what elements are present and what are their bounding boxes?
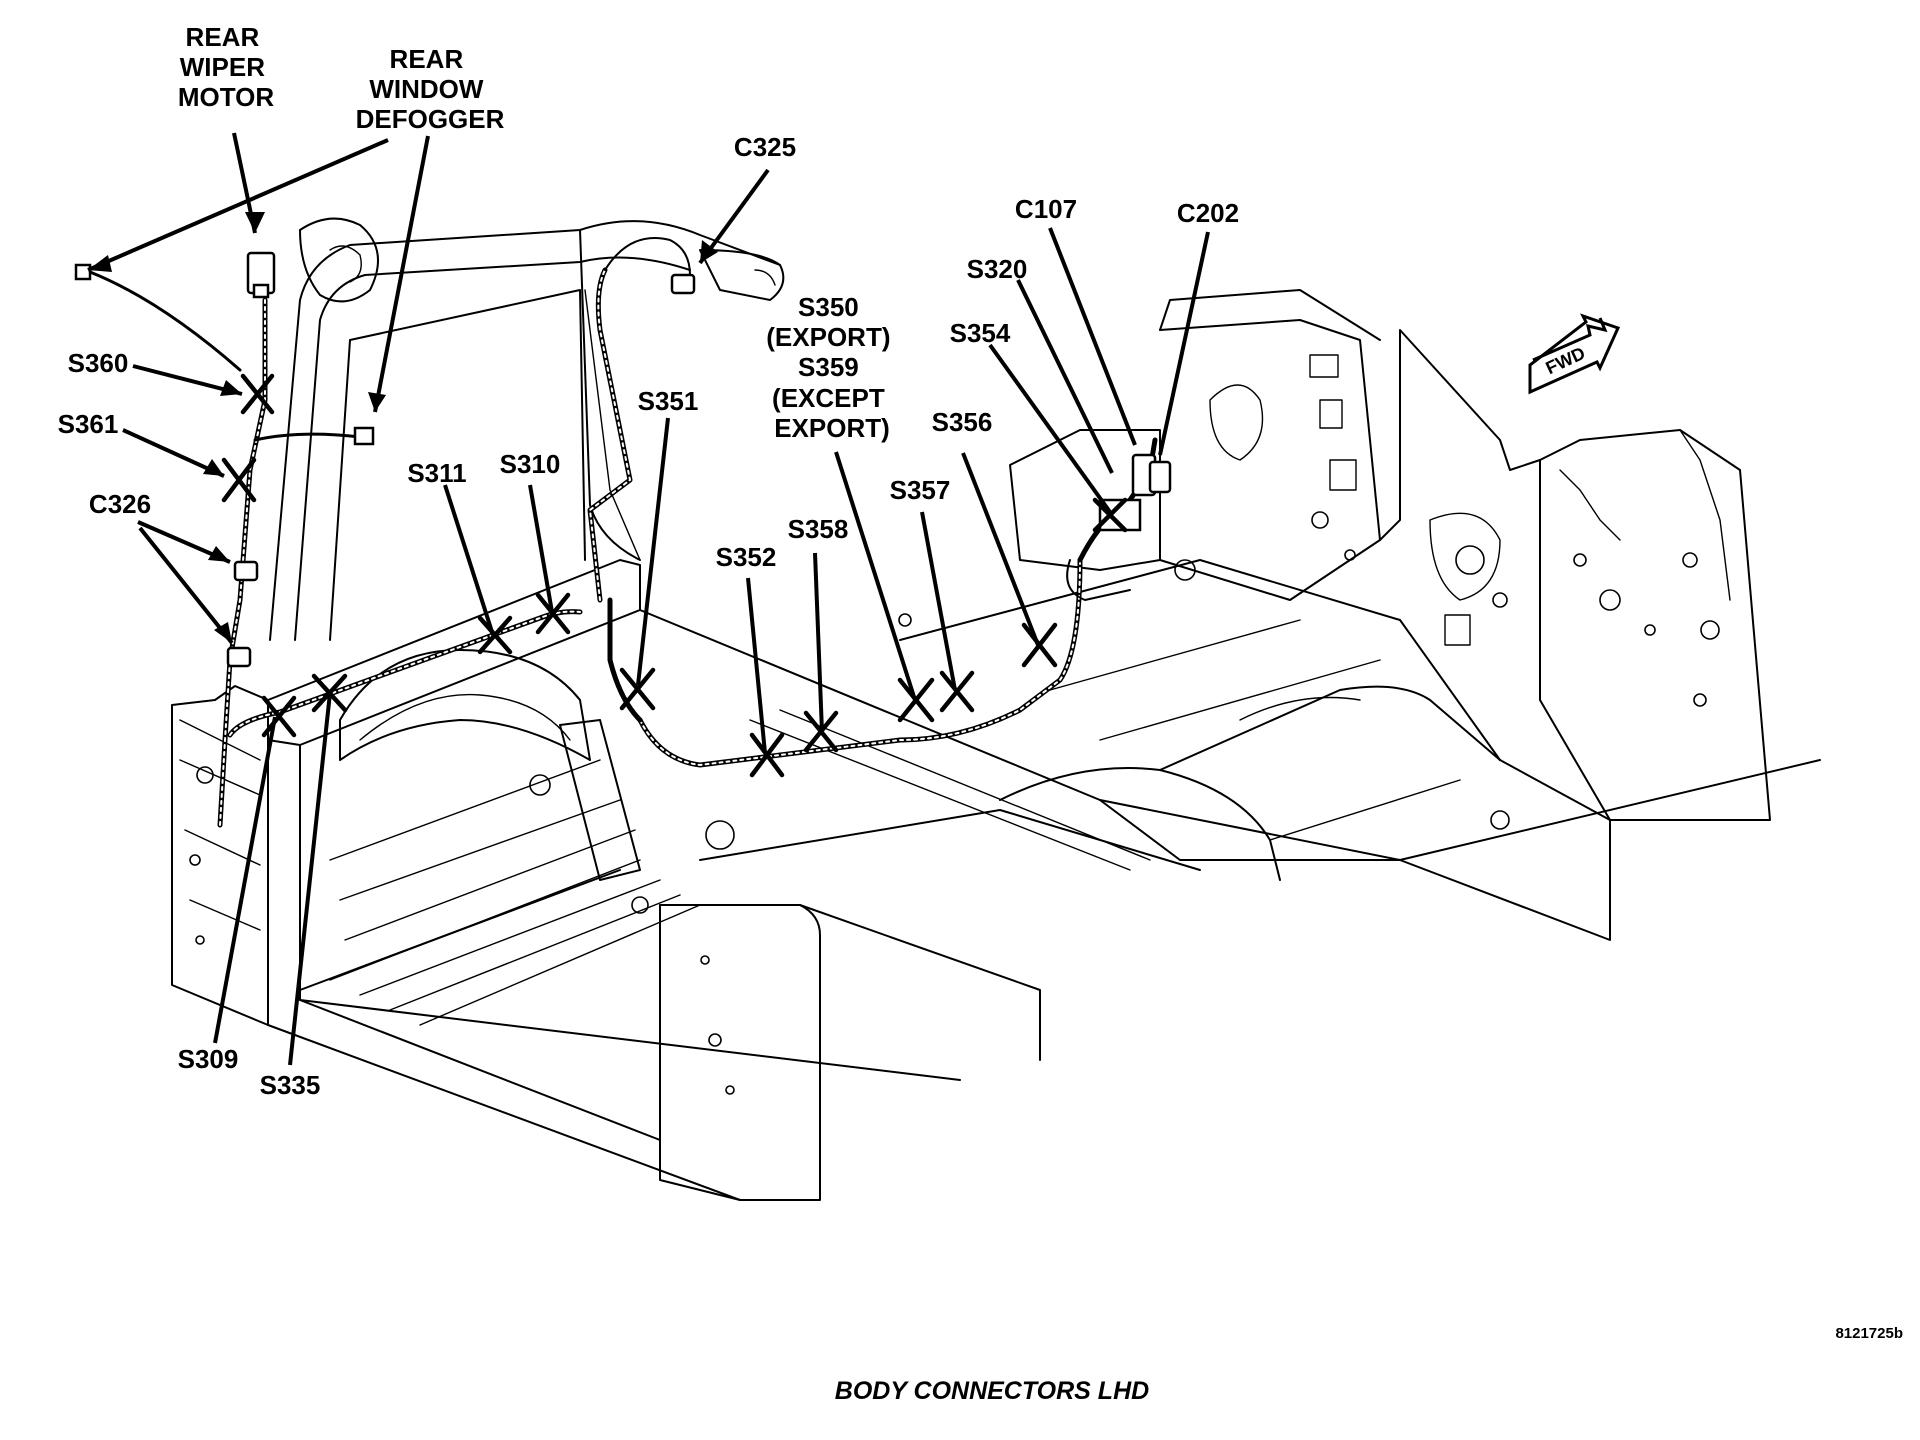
s310-splice-mark [535, 592, 571, 635]
rear-window-defogger-label: REAR WINDOW DEFOGGER [356, 44, 505, 134]
s311-splice-mark [477, 615, 513, 655]
s356-splice-mark [1021, 622, 1058, 668]
callout-labels: REAR WIPER MOTOR REAR WINDOW DEFOGGER C3… [58, 22, 1239, 1100]
document-id: 8121725b [1835, 1325, 1903, 1342]
c107-label: C107 [1015, 194, 1077, 224]
s360-splice-mark [240, 373, 275, 415]
s311-label: S311 [407, 458, 466, 488]
c326-connector-upper [233, 560, 259, 582]
s357-splice-mark [939, 670, 975, 713]
s351-label: S351 [638, 386, 699, 416]
s352-label: S352 [716, 542, 777, 572]
s356-label: S356 [932, 407, 993, 437]
s354-splice-mark [1092, 497, 1128, 533]
s335-label: S335 [260, 1070, 321, 1100]
s310-label: S310 [500, 449, 561, 479]
s350-s359-label: S350 (EXPORT) S359 (EXCEPT EXPORT) [766, 292, 897, 443]
rear-window-defogger-connector [353, 426, 375, 446]
s360-label: S360 [68, 348, 129, 378]
s354-label: S354 [950, 318, 1011, 348]
c326-label: C326 [89, 489, 151, 519]
s351-splice-mark [619, 667, 656, 711]
leader-lines [87, 132, 1210, 1066]
s361-splice-mark [221, 457, 257, 503]
s309-splice-mark [261, 695, 297, 738]
s350-s359-splice-mark [897, 677, 935, 723]
c325-connector [670, 273, 696, 295]
s309-label: S309 [178, 1044, 239, 1074]
rear-wiper-motor-label: REAR WIPER MOTOR [178, 22, 275, 112]
c325-label: C325 [734, 132, 796, 162]
s352-splice-mark [749, 732, 785, 778]
forward-direction-arrow-icon: FWD [1528, 313, 1621, 395]
c202-label: C202 [1177, 198, 1239, 228]
c326-connector-lower [226, 646, 252, 668]
s361-label: S361 [58, 409, 119, 439]
vehicle-body-line-art [171, 217, 1821, 1201]
s320-label: S320 [967, 254, 1028, 284]
diagram-caption: BODY CONNECTORS LHD [835, 1377, 1149, 1405]
s357-label: S357 [890, 475, 951, 505]
wiper-lead-connector [74, 263, 92, 281]
s358-label: S358 [788, 514, 849, 544]
c202-connector [1148, 460, 1172, 494]
